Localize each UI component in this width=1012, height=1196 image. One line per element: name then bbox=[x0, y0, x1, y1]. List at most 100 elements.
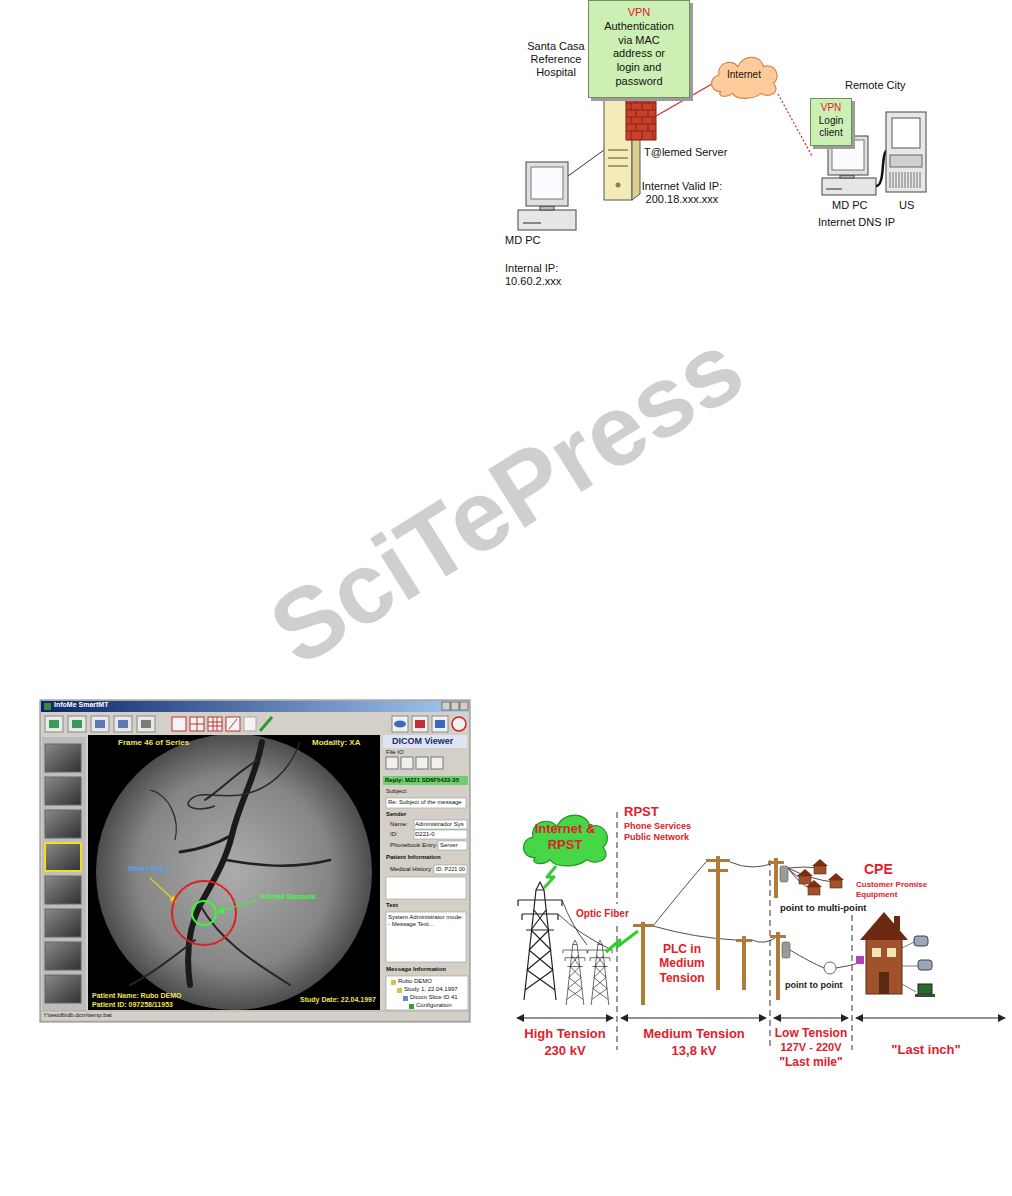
label-text: 230 kV bbox=[515, 1043, 615, 1059]
message-panel bbox=[386, 798, 466, 808]
customer-house bbox=[887, 948, 896, 957]
firewall-icon bbox=[626, 96, 656, 140]
viewer-toolbar bbox=[260, 717, 272, 731]
thumbnail-strip bbox=[42, 737, 86, 1011]
firewall-icon bbox=[626, 96, 656, 140]
message-panel bbox=[386, 912, 466, 962]
lightning-link bbox=[544, 866, 638, 952]
thumbnail-strip bbox=[45, 843, 81, 871]
label-text: US bbox=[899, 199, 914, 212]
label-text: Customer Promise Equipment bbox=[856, 880, 946, 899]
viewer-toolbar bbox=[229, 719, 237, 729]
label-text: Patient ID: 097258/11953 bbox=[92, 1001, 173, 1009]
viewer-toolbar bbox=[412, 716, 428, 732]
label-text: Phonebook Entry: bbox=[390, 842, 438, 849]
hospital-pc-icon bbox=[540, 206, 554, 210]
utility-pole bbox=[641, 922, 645, 1005]
message-panel bbox=[401, 757, 413, 769]
label-text: Name: bbox=[390, 821, 408, 828]
thumbnail-strip bbox=[45, 810, 81, 838]
viewer-toolbar bbox=[68, 716, 86, 732]
message-panel bbox=[416, 757, 428, 769]
message-panel bbox=[383, 776, 468, 785]
utility-pole bbox=[736, 939, 752, 942]
customer-device bbox=[915, 994, 935, 997]
viewer-toolbar bbox=[141, 720, 151, 728]
viewer-toolbar bbox=[137, 716, 155, 732]
viewer-toolbar bbox=[45, 716, 63, 732]
remote-pc-icon bbox=[826, 188, 842, 190]
label-text: MD PC bbox=[505, 234, 540, 247]
transformer bbox=[780, 866, 788, 882]
remote-pc-icon bbox=[822, 178, 876, 195]
angiogram-image bbox=[172, 881, 236, 945]
lan-link bbox=[568, 150, 604, 176]
viewer-toolbar bbox=[208, 717, 222, 731]
utility-pole bbox=[776, 932, 780, 1000]
message-panel bbox=[386, 757, 398, 769]
utility-pole bbox=[706, 859, 730, 862]
angiogram-image bbox=[88, 735, 380, 1010]
thumbnail-strip bbox=[45, 777, 81, 805]
label-text: MD PC bbox=[832, 199, 867, 212]
viewer-toolbar bbox=[114, 716, 132, 732]
label-text: Configuration bbox=[416, 1002, 452, 1009]
angiogram-image bbox=[96, 735, 372, 1010]
label-text: Medical History: bbox=[390, 866, 433, 873]
message-panel bbox=[382, 735, 468, 1011]
thumbnail-strip bbox=[45, 975, 81, 1003]
thumbnail-strip bbox=[45, 909, 81, 937]
firewall-icon bbox=[626, 103, 656, 131]
section-divider bbox=[617, 812, 618, 904]
viewer-toolbar bbox=[190, 717, 204, 731]
label-text: ID: bbox=[390, 831, 398, 838]
label-text: Reply: M221 SD6F5422-35 bbox=[385, 777, 459, 784]
section-divider bbox=[770, 860, 771, 1050]
customer-house bbox=[856, 912, 908, 994]
viewer-toolbar bbox=[432, 716, 448, 732]
note-box: VPNAuthentication via MAC address or log… bbox=[588, 0, 690, 98]
label-text: Patient Name: Rubo DEMO bbox=[92, 992, 181, 1000]
customer-device bbox=[902, 936, 935, 997]
vpn-tunnel-link bbox=[778, 94, 812, 156]
label-text: Sender bbox=[386, 811, 406, 818]
utility-pole bbox=[742, 936, 746, 990]
node-text: Internet & RPST bbox=[534, 821, 596, 854]
message-panel bbox=[414, 830, 467, 839]
viewer-toolbar bbox=[208, 717, 222, 731]
customer-device bbox=[902, 942, 918, 992]
viewer-window bbox=[44, 703, 51, 710]
power-line bbox=[558, 862, 862, 968]
house-cluster bbox=[797, 859, 844, 895]
customer-house bbox=[872, 948, 881, 957]
cloud-outline bbox=[523, 815, 607, 866]
label-text: point to point bbox=[785, 980, 842, 991]
angiogram-image bbox=[150, 790, 176, 840]
viewer-toolbar bbox=[72, 720, 82, 728]
ultrasound-machine bbox=[892, 118, 920, 148]
transformer bbox=[782, 942, 790, 958]
angiogram-image bbox=[130, 940, 195, 985]
thumbnail-strip bbox=[45, 942, 81, 970]
label-text: Where this ? bbox=[128, 865, 170, 873]
angiogram-image bbox=[188, 742, 300, 809]
angiogram-image bbox=[226, 860, 330, 866]
utility-pole bbox=[716, 856, 720, 990]
transmission-pylon bbox=[563, 940, 587, 1005]
utility-pole bbox=[633, 924, 653, 927]
message-panel bbox=[431, 757, 443, 769]
label-text: 13,8 kV bbox=[620, 1043, 768, 1059]
ultrasound-machine bbox=[886, 112, 926, 192]
label-text: Modality: XA bbox=[312, 738, 360, 748]
angiogram-image bbox=[205, 760, 258, 800]
utility-pole bbox=[708, 869, 728, 872]
cloud-text-holder: Internet & RPST bbox=[534, 821, 596, 854]
span-arrow bbox=[517, 1018, 613, 1019]
viewer-toolbar bbox=[45, 716, 466, 732]
ultrasound-machine bbox=[890, 155, 922, 167]
message-panel bbox=[383, 735, 467, 748]
server-tower bbox=[608, 150, 628, 166]
viewer-toolbar bbox=[244, 717, 256, 731]
label-text: Internet DNS IP bbox=[818, 216, 895, 229]
server-tower bbox=[616, 183, 621, 188]
